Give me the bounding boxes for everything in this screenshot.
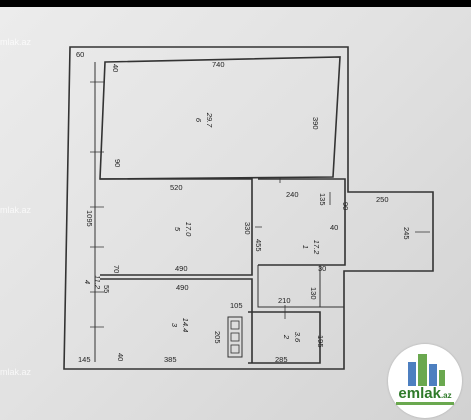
dimension: 30 <box>318 264 326 273</box>
wall-tick <box>90 81 104 328</box>
emlak-logo[interactable]: emlak.az <box>388 344 462 418</box>
dimension: 390 <box>311 117 320 130</box>
dimension: 330 <box>243 222 252 235</box>
dimension: 195 <box>316 335 325 348</box>
wall-tick <box>255 177 430 319</box>
bath-fixture <box>230 332 240 342</box>
wall-room-6 <box>99 56 341 180</box>
watermark: mlak.az <box>0 367 32 377</box>
partition <box>257 265 320 308</box>
watermark: mlak.az <box>0 205 32 215</box>
room-2-area: 3.6 <box>293 332 302 343</box>
room-4-number: 4 <box>83 280 92 284</box>
room-1-area: 17.2 <box>312 240 321 255</box>
dimension: 490 <box>175 264 188 273</box>
dimension: 520 <box>170 183 183 192</box>
room-3-number: 3 <box>170 323 179 328</box>
dimension: 490 <box>176 283 189 292</box>
dimension: 455 <box>254 239 263 252</box>
logo-underline <box>396 402 454 405</box>
dimension: 385 <box>164 355 177 364</box>
dimension: 40 <box>116 353 125 361</box>
room-3-area: 14.4 <box>181 318 190 333</box>
dimension: 205 <box>213 331 222 344</box>
floor-plan: 6 29.7 5 17.0 1 17.2 4 11.2 3 14.4 2 3.6… <box>63 46 434 370</box>
dimension: 135 <box>318 193 327 206</box>
room-5-number: 5 <box>173 227 182 232</box>
room-4-area: 11.2 <box>93 275 102 290</box>
outer-wall <box>63 46 434 370</box>
dimension: 90 <box>113 159 122 167</box>
dimension: 145 <box>78 355 91 364</box>
buildings-icon <box>408 354 445 386</box>
dimension: 70 <box>112 265 121 273</box>
room-2-number: 2 <box>282 334 291 340</box>
dimension: 210 <box>278 296 291 305</box>
partition <box>319 265 344 308</box>
logo-text: emlak.az <box>398 385 452 402</box>
room-6-number: 6 <box>194 118 203 123</box>
dimension: 40 <box>111 64 120 72</box>
watermark: mlak.az <box>0 37 32 47</box>
dimension: 250 <box>376 195 389 204</box>
dimension: 285 <box>275 355 288 364</box>
dimension: 245 <box>402 227 411 240</box>
top-black-bar <box>0 0 471 7</box>
wall-room-1 <box>258 178 346 266</box>
wall-room-3 <box>100 278 253 363</box>
dimension: 90 <box>341 202 350 210</box>
dimension: 130 <box>309 287 318 300</box>
dimension: 55 <box>102 285 111 293</box>
bath-fixture <box>227 316 243 358</box>
dimension: 105 <box>230 301 243 310</box>
dimension: 1095 <box>85 210 94 227</box>
room-5-area: 17.0 <box>184 222 193 237</box>
dimension: 40 <box>330 223 338 232</box>
room-1-number: 1 <box>301 245 310 249</box>
bath-fixture <box>230 320 240 330</box>
bath-fixture <box>230 344 240 354</box>
wall-room-5 <box>100 178 253 276</box>
dimension: 60 <box>76 50 84 59</box>
wall-room-2 <box>248 311 321 364</box>
dimension: 740 <box>212 60 225 69</box>
room-6-area: 29.7 <box>205 112 214 128</box>
floor-plan-sheet: mlak.az mlak.az mlak.az <box>0 7 471 420</box>
dimension: 240 <box>286 190 299 199</box>
